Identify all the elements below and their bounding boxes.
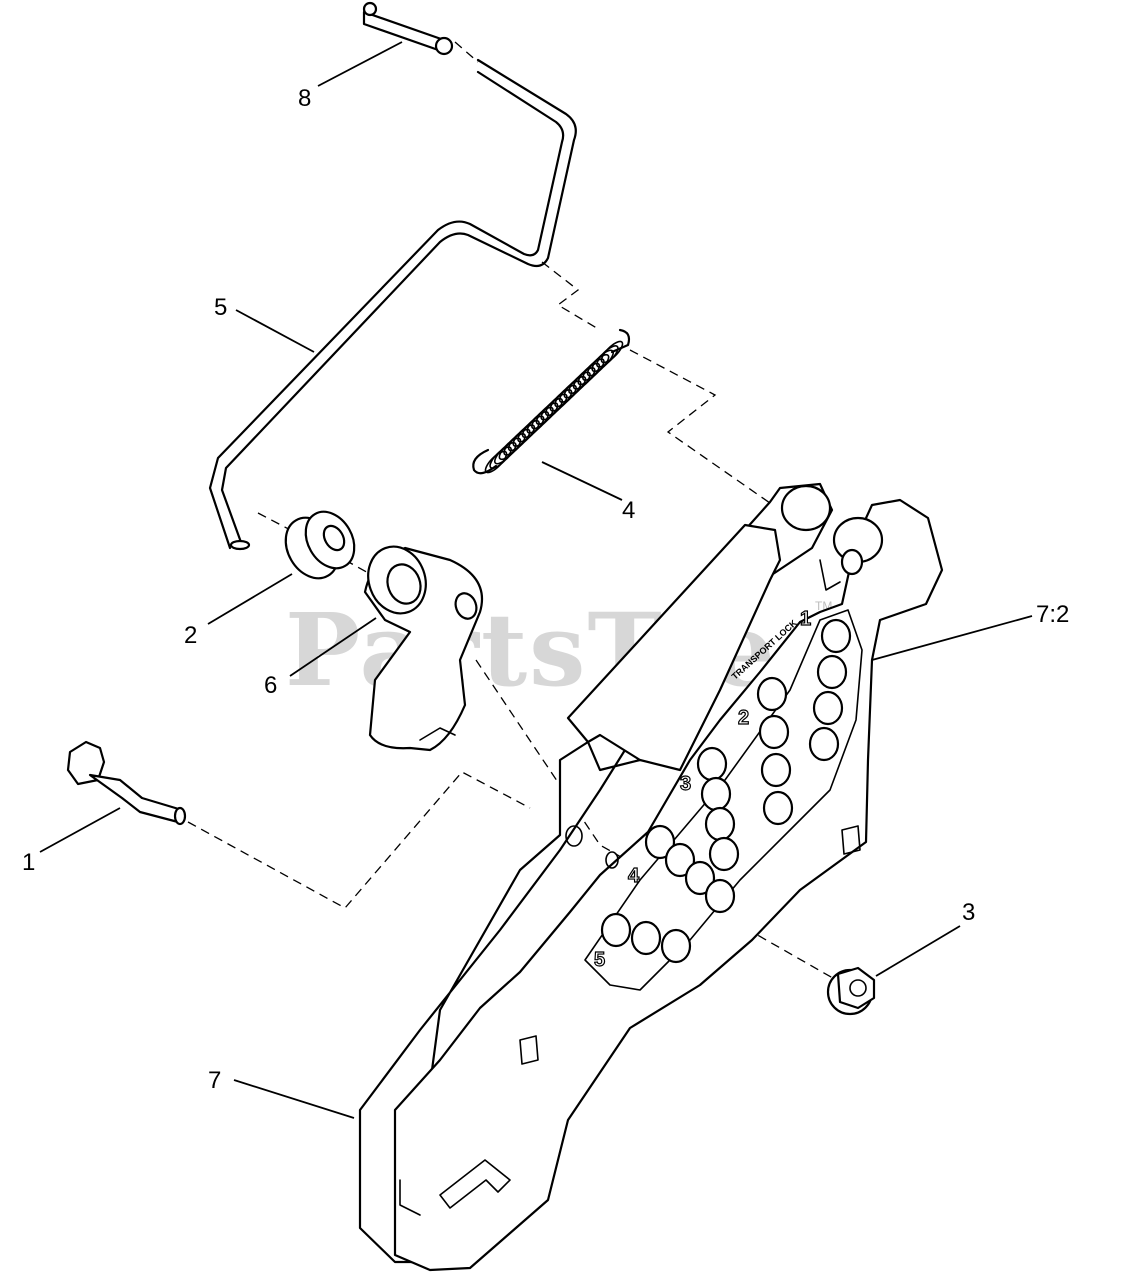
plate-number-4: 4 [628,865,640,887]
spring-coil [572,367,596,390]
adjustment-slot [600,912,632,948]
plate-number-1: 1 [800,608,811,630]
part-7-bracket [358,482,944,1272]
spring-coil [568,371,591,395]
callout-7-2: 7:2 [1036,601,1069,628]
adjustment-slot [756,676,788,712]
callout-3: 3 [962,899,975,926]
adjustment-slot [758,714,790,750]
spring-coil [521,415,545,439]
spring-coil [517,419,540,443]
adjustment-slot [708,836,740,872]
part-2-bushing [284,510,356,580]
adjustment-slot [760,752,792,788]
spring-coil [493,441,517,465]
part-4-spring [472,328,631,475]
callout-8: 8 [298,85,311,112]
spring-coil [554,384,577,408]
spring-coil [549,389,573,412]
adjustment-slot [816,654,848,690]
adjustment-slot [664,842,696,878]
adjustment-slot [812,690,844,726]
part-1-bolt [66,740,187,826]
callout-4: 4 [622,497,635,524]
part-6-latch [363,545,484,752]
leader-lines [39,41,1033,1119]
spring-coil [596,345,619,368]
spring-coil [503,433,526,456]
callout-6: 6 [264,672,277,699]
spring-coil [535,402,559,425]
part-3-nut [826,966,876,1016]
spring-coil [484,450,508,474]
assembly-lines [187,41,846,986]
spring-coil [531,406,554,430]
adjustment-slot [704,878,736,914]
callout-7: 7 [208,1067,221,1094]
plate-number-2: 2 [738,707,749,729]
spring-coil [507,428,531,452]
spring-coil [489,446,512,469]
adjustment-slot [660,928,692,964]
part-5-rod [208,58,577,551]
adjustment-slot [684,860,716,896]
adjustment-slot [630,920,662,956]
adjustment-slot [762,790,794,826]
spring-coil [586,353,610,377]
spring-coil [582,358,605,381]
spring-coil [540,397,564,421]
adjustment-slot [808,726,840,762]
adjustment-slot [704,806,736,842]
spring-coil [544,393,568,417]
callout-labels: 8 5 2 6 4 1 7 7:2 3 [22,85,1069,1094]
adjustment-slot [700,776,732,812]
adjustment-slot [696,746,728,782]
spring-coil [563,375,587,399]
spring-coil [498,437,522,461]
spring-coil [591,349,615,373]
spring-coil [577,362,601,386]
adjustment-slot [820,618,852,654]
adjustment-slot [644,824,676,860]
plate-number-3: 3 [680,773,691,795]
spring-coil [526,411,550,434]
callout-2: 2 [184,622,197,649]
spring-coil [558,380,582,403]
callout-5: 5 [214,294,227,321]
plate-number-5: 5 [594,949,605,971]
spring-coil [512,424,536,447]
callout-1: 1 [22,849,35,876]
part-8-pin [362,1,454,56]
